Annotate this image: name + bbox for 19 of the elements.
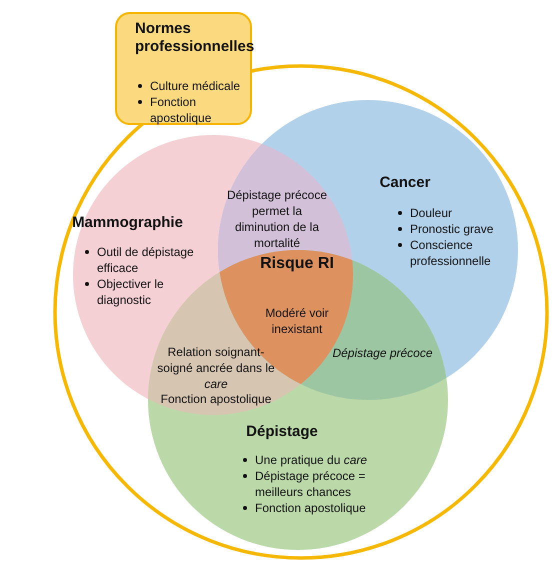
- bullet-item: Dépistage précoce = meilleurs chances: [255, 468, 415, 500]
- heading: Mammographie: [71, 214, 184, 232]
- overlap-text: Dépistage précoce: [331, 345, 434, 361]
- bullet-item: Douleur: [410, 205, 530, 221]
- bullet-item: Conscience professionnelle: [410, 237, 530, 269]
- heading: Cancer: [378, 174, 432, 192]
- bullet-item: Outil de dépistage efficace: [97, 244, 207, 276]
- overlap-text: Dépistage précoce permet la diminution de la mortalité: [226, 187, 328, 251]
- overlap-text: Modéré voir inexistant: [264, 305, 330, 337]
- bullet-item: Objectiver le diagnostic: [97, 276, 207, 308]
- bullet-item: Fonction apostolique: [150, 94, 260, 126]
- heading: Dépistage: [245, 423, 319, 441]
- bullet-item: Une pratique du care: [255, 452, 415, 468]
- bullet-item: Pronostic grave: [410, 221, 530, 237]
- overlap-text: Fonction apostolique: [160, 391, 272, 407]
- overlap-text: Relation soignant-soigné ancrée dans le care: [156, 344, 276, 392]
- bullet-item: Culture médicale: [150, 78, 260, 94]
- bullet-item: Fonction apostolique: [255, 500, 415, 516]
- center-heading: Risque RI: [259, 254, 335, 273]
